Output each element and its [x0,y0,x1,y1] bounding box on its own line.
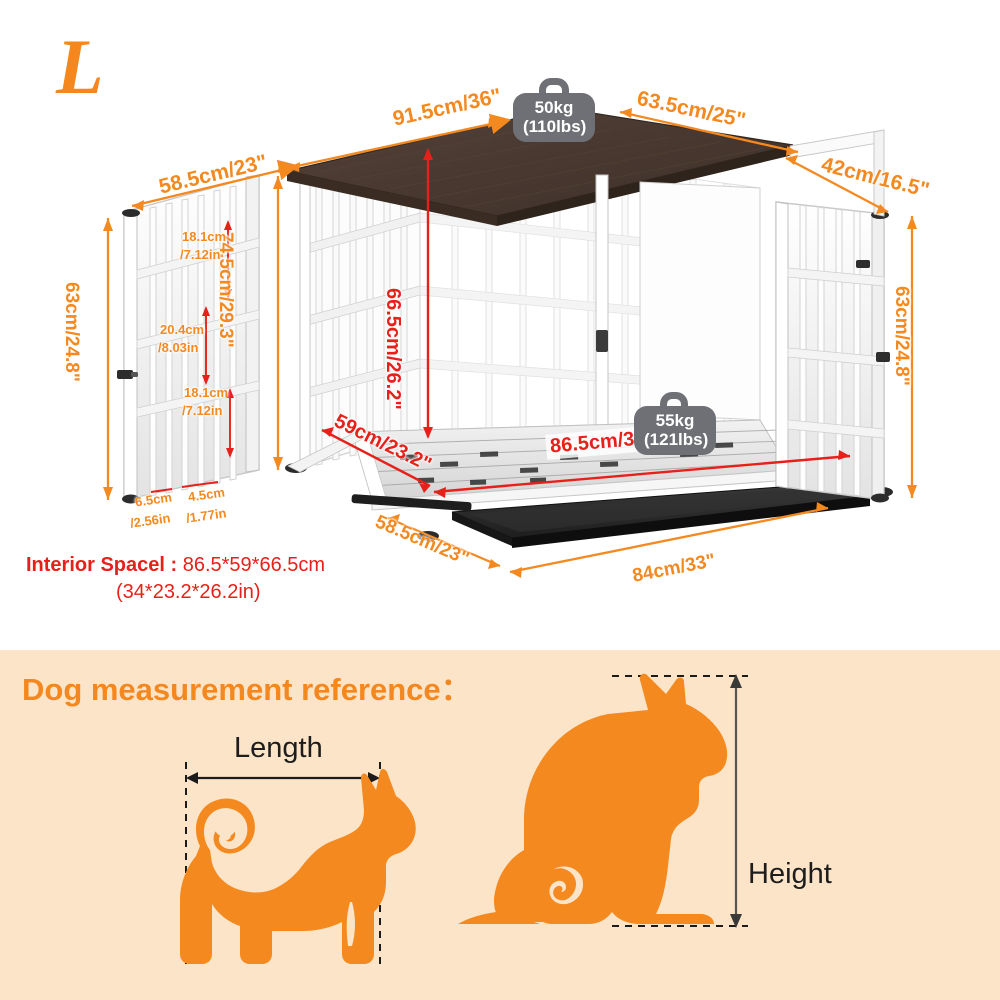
standing-dog-silhouette [180,769,416,964]
weight-handle-icon [539,78,569,95]
red-gap-arrows [150,222,231,493]
dim-bar-gap-bottom-in: /7.12in [182,403,223,418]
crate-right-face [639,181,761,421]
dim-bar-gap-top-cm: 18.1cm [182,229,227,244]
height-label: Height [748,858,832,890]
floor-load-kg: 55kg [655,411,695,430]
crate-left-face [299,141,421,469]
dog-measurement-reference-panel: Dog measurement reference： [0,650,1000,1000]
length-label: Length [234,732,323,764]
reference-panel-title: Dog measurement reference： [22,672,472,707]
right-door-panel [775,201,890,503]
front-door-jamb [595,174,609,426]
product-diagram-panel: L [26,23,932,606]
weight-handle-icon-2 [660,392,688,408]
interior-space-imperial: (34*23.2*26.2in) [116,581,261,603]
dim-bar-gap-middle-in: /8.03in [158,340,199,355]
sitting-dog-silhouette [524,673,728,924]
top-load-lbs: (110lbs) [523,117,587,137]
size-badge-l: L [56,23,104,110]
orange-dimension-arrows [106,110,914,574]
top-load-kg: 50kg [534,98,574,117]
right-door-top-rail [789,129,885,217]
dim-right-door-height: 63cm/24.8" [891,286,912,386]
dim-bar-gap-top-in: /7.12in [180,247,221,262]
red-dimension-arrows [321,150,851,494]
dog-reference-illustration [180,673,748,966]
left-door-panel [117,174,260,504]
dim-bar-gap-middle-cm: 20.4cm [160,322,205,337]
interior-space-label: Interior Spacel : [26,554,178,576]
arrowheads-orange [103,108,917,578]
dim-bar-gap-bottom-cm: 18.1cm [184,385,229,400]
sitting-dog-group [458,673,748,928]
slide-out-tray [351,481,872,548]
standing-dog-group [180,762,416,966]
dim-left-door-height: 63cm/24.8" [61,282,82,382]
interior-space-note: Interior Spacel : 86.5*59*66.5cm (34*23.… [26,552,325,606]
floor-load-lbs: (121lbs) [644,430,709,450]
dim-interior-height: 66.5cm/26.2" [382,288,404,410]
interior-space-metric: 86.5*59*66.5cm [182,554,326,576]
